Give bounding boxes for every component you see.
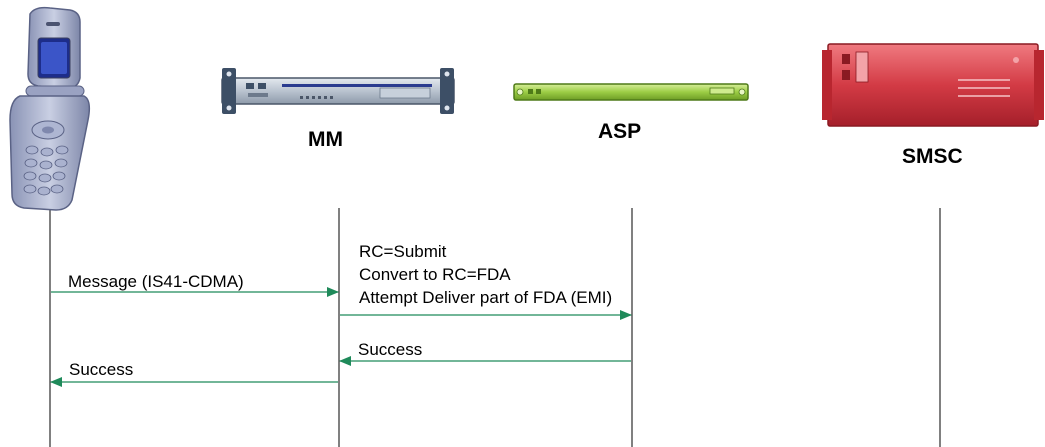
smsc-label: SMSC bbox=[902, 145, 963, 168]
asp-label: ASP bbox=[598, 120, 641, 143]
message-label-m2-line3: Attempt Deliver part of FDA (EMI) bbox=[359, 288, 612, 307]
thin-rack-server-icon bbox=[513, 83, 749, 101]
message-label-m1: Message (IS41-CDMA) bbox=[68, 272, 244, 291]
red-server-icon bbox=[822, 43, 1044, 127]
message-label-m2-line2: Convert to RC=FDA bbox=[359, 265, 511, 284]
message-label-m4: Success bbox=[69, 360, 133, 379]
message-label-m2-line1: RC=Submit bbox=[359, 242, 447, 261]
rack-server-icon bbox=[221, 68, 455, 114]
flip-phone-icon bbox=[9, 6, 91, 211]
mm-label: MM bbox=[308, 128, 343, 151]
message-label-m3: Success bbox=[358, 340, 422, 359]
